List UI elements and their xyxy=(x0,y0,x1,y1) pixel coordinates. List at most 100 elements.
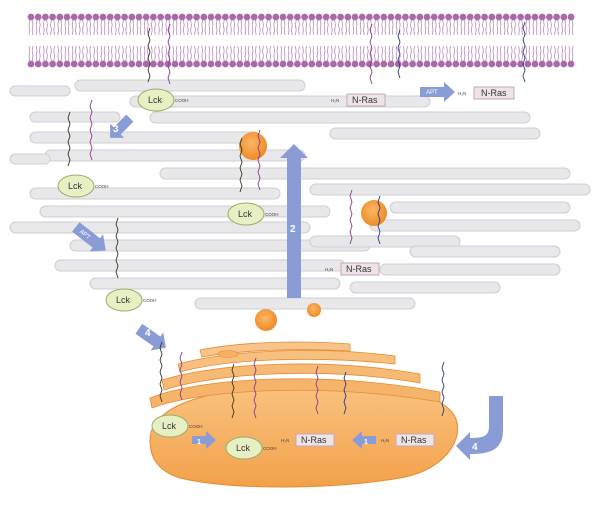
lipid-tail xyxy=(438,45,444,62)
nras-label: N-Ras xyxy=(301,435,327,445)
lipid-tail xyxy=(143,19,149,36)
cooh-label: COOH xyxy=(95,184,109,189)
lipid-head xyxy=(200,60,208,68)
lipid-tail xyxy=(510,45,516,62)
lipid-tail xyxy=(381,45,387,62)
lipid-tail xyxy=(482,19,488,36)
lipid-head xyxy=(171,60,179,68)
step-arrow-2: 2 xyxy=(280,144,308,298)
h2n-label: H₂N xyxy=(325,267,333,272)
lipid-tail xyxy=(366,45,372,62)
lipid-head xyxy=(474,60,481,68)
lipid-tail xyxy=(532,19,538,36)
vesicle xyxy=(361,200,387,226)
lipid-head xyxy=(265,13,272,21)
lipid-head xyxy=(135,13,143,21)
lipid-head xyxy=(553,60,560,68)
lck-protein-golgi-1: Lck COOH xyxy=(151,341,203,438)
lipid-tail xyxy=(338,19,344,36)
lipid-tail xyxy=(294,19,300,36)
lipid-tail xyxy=(359,45,365,62)
lipid-tail xyxy=(460,45,466,62)
lipid-tail xyxy=(280,19,286,36)
lipid-head xyxy=(452,60,460,68)
lipid-head xyxy=(236,13,244,21)
lipid-head xyxy=(114,60,121,68)
lipid-tail xyxy=(287,19,293,36)
lipid-head xyxy=(207,60,215,68)
lipid-tail xyxy=(165,19,171,36)
lipid-head xyxy=(402,13,409,21)
lipid-tail xyxy=(64,45,70,62)
lipid-head xyxy=(438,60,445,68)
lipid-head xyxy=(394,13,402,21)
lipid-head xyxy=(85,60,92,68)
lipid-head xyxy=(510,13,517,21)
lipid-tail xyxy=(186,45,192,62)
lipid-head xyxy=(250,60,258,68)
lipid-head xyxy=(553,13,560,21)
lipid-tail xyxy=(359,19,365,36)
cooh-label: COOH xyxy=(263,446,277,451)
lipid-head xyxy=(337,60,344,68)
lipid-head xyxy=(78,60,85,68)
step-arrow-4-right: 4 xyxy=(456,396,503,460)
lipid-tail xyxy=(86,19,92,36)
lipid-tail xyxy=(122,45,128,62)
lipid-tail xyxy=(438,19,444,36)
lipid-head xyxy=(286,13,294,21)
lipid-head xyxy=(114,13,121,21)
lipid-tail xyxy=(150,19,156,36)
lck-protein-pm: Lck COOH xyxy=(137,23,189,112)
lck-protein-er-1: Lck COOH xyxy=(57,99,109,198)
step-arrow-4-left xyxy=(135,323,166,351)
lipid-tail xyxy=(237,45,243,62)
lipid-tail xyxy=(424,19,430,36)
lipid-head xyxy=(409,60,416,68)
lipid-tail xyxy=(86,45,92,62)
lipid-head xyxy=(222,60,229,68)
lipid-tail xyxy=(215,45,221,62)
lipid-tail xyxy=(78,45,84,62)
lipid-tail xyxy=(424,45,430,62)
lipid-tail xyxy=(129,19,135,36)
lipid-head xyxy=(423,13,431,21)
lipid-tail xyxy=(201,45,207,62)
step-label-1: 1 xyxy=(197,439,201,446)
lipid-tail xyxy=(561,45,567,62)
lipid-tail xyxy=(273,45,279,62)
lipid-tail xyxy=(546,19,552,36)
lipid-head xyxy=(27,60,35,68)
lipid-tail xyxy=(42,45,48,62)
lipid-tail xyxy=(431,45,437,62)
lipid-head xyxy=(243,60,251,68)
endoplasmic-reticulum xyxy=(9,79,591,310)
lipid-head xyxy=(524,13,532,21)
lipid-tail xyxy=(57,45,63,62)
lipid-tail xyxy=(453,19,459,36)
lipid-head xyxy=(272,60,280,68)
lipid-head xyxy=(322,60,330,68)
lipid-tail xyxy=(179,45,185,62)
lipid-head xyxy=(56,13,64,21)
h2n-label: H₂N xyxy=(331,98,339,103)
lck-label: Lck xyxy=(148,95,163,105)
lipid-head xyxy=(409,13,416,21)
lipid-tail xyxy=(230,19,236,36)
lipid-head xyxy=(142,13,150,21)
lipid-head xyxy=(92,13,100,21)
lipid-head xyxy=(517,13,524,21)
lipid-tail xyxy=(129,45,135,62)
lipid-head xyxy=(430,13,438,21)
lipid-tail xyxy=(107,19,113,36)
plasma-membrane xyxy=(27,13,575,68)
lipid-head xyxy=(322,13,330,21)
h2n-label: H₂N xyxy=(458,91,466,96)
nras-label: N-Ras xyxy=(401,435,427,445)
lipid-head xyxy=(99,13,107,21)
lipid-tail xyxy=(503,45,509,62)
lipid-head xyxy=(373,13,380,21)
lipid-head xyxy=(517,60,524,68)
lipid-head xyxy=(265,60,272,68)
lipid-head xyxy=(495,60,503,68)
